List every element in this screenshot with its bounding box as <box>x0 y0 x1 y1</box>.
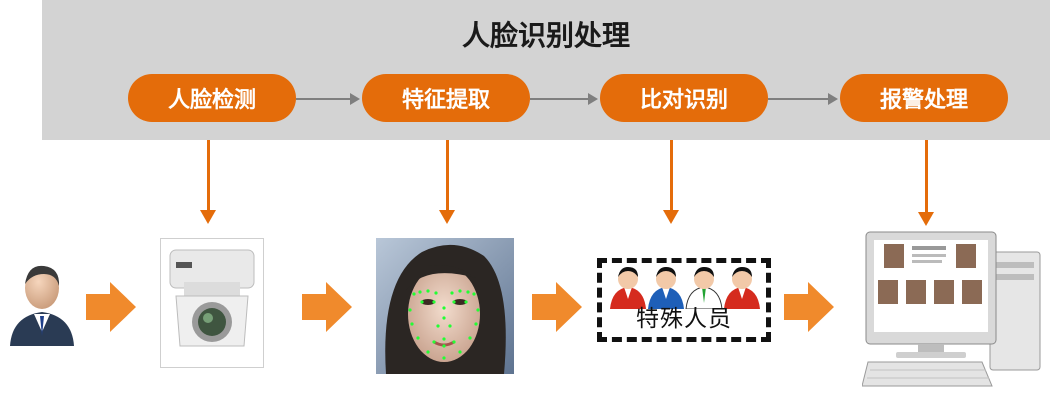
big-arrow-3 <box>532 282 582 332</box>
face-image <box>376 238 514 374</box>
step-face-detection: 人脸检测 <box>128 74 296 122</box>
flow-connector-3 <box>768 98 830 100</box>
big-arrow-1 <box>86 282 136 332</box>
down-arrow-shaft-4 <box>925 140 928 212</box>
group-icon <box>610 267 760 309</box>
down-arrow-head-2 <box>439 210 455 224</box>
flow-arrowhead-1 <box>350 93 360 105</box>
special-personnel-label: 特殊人员 <box>636 306 732 332</box>
down-arrow-head-4 <box>918 212 934 226</box>
down-arrow-shaft-3 <box>670 140 673 210</box>
flow-arrowhead-3 <box>828 93 838 105</box>
big-arrow-4 <box>784 282 834 332</box>
down-arrow-head-3 <box>663 210 679 224</box>
person-icon <box>10 265 74 346</box>
down-arrow-shaft-1 <box>207 140 210 210</box>
flow-connector-1 <box>296 98 352 100</box>
step-feature-extraction: 特征提取 <box>362 74 530 122</box>
computer-icon <box>862 231 1041 387</box>
special-personnel-box: 特殊人员 <box>597 258 771 342</box>
diagram-title: 人脸识别处理 <box>461 19 630 52</box>
flow-arrowhead-2 <box>588 93 598 105</box>
down-arrow-head-1 <box>200 210 216 224</box>
step-comparison-recognition: 比对识别 <box>600 74 768 122</box>
camera-icon <box>160 238 264 368</box>
down-arrow-shaft-2 <box>446 140 449 210</box>
flow-connector-2 <box>530 98 590 100</box>
big-arrow-2 <box>302 282 352 332</box>
step-alarm-handling: 报警处理 <box>840 74 1008 122</box>
